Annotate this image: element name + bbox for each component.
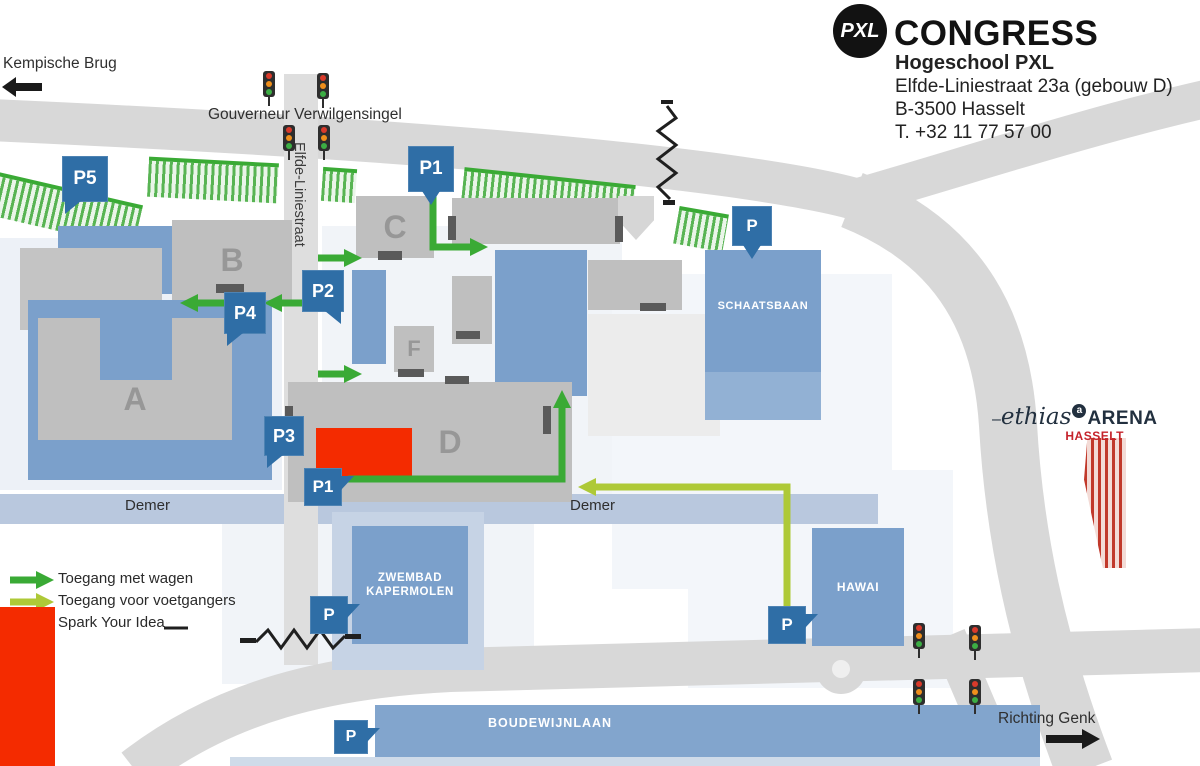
ethias-wordmark: ethias <box>1000 404 1072 430</box>
parking-marker-label: P1 <box>419 158 443 179</box>
parking-marker-label: P <box>746 216 758 235</box>
road-boudewijnlaan-edge <box>230 757 1040 766</box>
pxl-logo: PXL <box>833 4 887 58</box>
building-f-label: F <box>407 336 421 361</box>
building-hawai-label: HAWAI <box>836 579 880 594</box>
parking-marker-p1-south: P1 <box>304 468 354 506</box>
parking-marker-zwembad: P <box>310 596 360 634</box>
building-f: F <box>394 326 434 372</box>
entrance-mark <box>615 216 623 242</box>
building-schaatsbaan <box>705 250 821 420</box>
ethias-a-badge: a <box>1072 404 1087 418</box>
direction-arrow-kempische <box>2 77 42 97</box>
street-label-elfde-liniestraat: Elfde-Liniestraat <box>291 142 307 247</box>
building-block-gray <box>452 198 620 244</box>
entrance-mark <box>456 331 480 339</box>
direction-arrow-genk <box>1046 729 1100 749</box>
building-zwembad-label-line1: ZWEMBAD <box>377 571 443 584</box>
traffic-light-icon <box>969 625 981 660</box>
car-access-arrows <box>180 196 571 483</box>
traffic-light-icon <box>913 623 925 658</box>
entrance-mark <box>398 369 424 377</box>
pxl-logo-text: PXL <box>840 19 880 42</box>
direction-label-richting-genk: Richting Genk <box>998 710 1096 727</box>
parking-marker-schaatsbaan: P <box>732 206 772 259</box>
building-hawai: HAWAI <box>812 528 904 646</box>
legend-item-car-access: Toegang met wagen <box>58 570 194 587</box>
railway-crossing-icon <box>240 627 361 651</box>
building-zwembad: ZWEMBAD KAPERMOLEN <box>352 526 468 644</box>
building-c-label: C <box>383 208 407 245</box>
entrance-mark <box>378 251 402 260</box>
address-phone: T. +32 11 77 57 00 <box>895 122 1052 143</box>
river-label-demer-right: Demer <box>570 497 616 514</box>
traffic-light-icon <box>913 679 925 714</box>
parking-marker-label: P3 <box>272 425 296 446</box>
road-gouverneur-verwilgensingel <box>0 99 868 222</box>
parking-marker-label: P1 <box>312 477 334 496</box>
parking-marker-label: P4 <box>233 302 257 323</box>
entrance-mark <box>216 284 244 293</box>
road-bottom <box>121 628 1200 766</box>
parking-marker-p5: P5 <box>62 156 108 214</box>
parking-marker-label: P2 <box>311 280 335 301</box>
traffic-light-icon <box>263 71 275 106</box>
building-schaatsbaan-label: SCHAATSBAAN <box>717 300 809 312</box>
parking-marker-p2: P2 <box>302 270 344 324</box>
parking-marker-p3: P3 <box>264 416 304 468</box>
building-block-blue <box>352 270 386 364</box>
road-ring-north <box>849 80 1200 217</box>
building-d-label: D <box>438 423 462 460</box>
building-block-gray <box>588 260 682 310</box>
address-block: Hogeschool PXL Elfde-Liniestraat 23a (ge… <box>895 52 1173 144</box>
traffic-light-icon <box>318 125 330 160</box>
address-line: Elfde-Liniestraat 23a (gebouw D) <box>895 76 1173 97</box>
legend-red-block <box>0 607 55 766</box>
direction-label-kempische-brug: Kempische Brug <box>3 55 117 72</box>
parking-marker-boudewijnlaan: P <box>334 720 380 754</box>
arena-wordmark: ARENA <box>1087 408 1158 429</box>
traffic-light-icon <box>317 73 329 108</box>
legend-car-arrow-icon <box>10 571 54 589</box>
entrance-mark <box>448 216 456 240</box>
building-a-label: A <box>123 380 147 417</box>
river-label-demer-left: Demer <box>125 497 171 514</box>
parking-marker-label: P <box>345 728 357 745</box>
legend-pedestrian-arrow-icon <box>10 593 54 611</box>
building-b: B <box>172 220 292 300</box>
street-label-gouverneur-verwilgensingel: Gouverneur Verwilgensingel <box>208 106 402 123</box>
building-block-lightgray <box>588 314 720 436</box>
building-block-blue <box>495 250 587 396</box>
legend-item-pedestrian-access: Toegang voor voetgangers <box>58 592 236 609</box>
parking-marker-p4: P4 <box>224 292 266 346</box>
congress-wordmark: CONGRESS <box>894 14 1099 53</box>
address-city: B-3500 Hasselt <box>895 99 1025 120</box>
parking-marker-hawai: P <box>768 606 818 644</box>
legend-item-spark-your-idea: Spark Your Idea <box>58 614 165 631</box>
parking-marker-label: P5 <box>73 168 97 189</box>
building-schaatsbaan-light <box>705 372 821 420</box>
entrance-mark <box>445 376 469 384</box>
arena-city-label: HASSELT <box>1065 429 1124 443</box>
entrance-mark <box>640 303 666 311</box>
org-name: Hogeschool PXL <box>895 52 1054 74</box>
parking-marker-label: P <box>323 605 335 624</box>
traffic-light-icon <box>969 679 981 714</box>
traffic-light-icon <box>283 125 295 160</box>
building-zwembad-label-line2: KAPERMOLEN <box>366 586 454 598</box>
road-boudewijnlaan <box>375 705 1040 757</box>
building-a-courtyard <box>100 318 172 380</box>
road-boudewijnlaan-label: BOUDEWIJNLAAN <box>487 716 613 730</box>
pedestrian-route-arrow <box>578 478 791 612</box>
parking-marker-label: P <box>781 615 793 634</box>
building-b-label: B <box>220 241 244 278</box>
entrance-mark <box>543 406 551 434</box>
parking-marker-p1-north: P1 <box>408 146 454 205</box>
railway-crossing-icon <box>655 100 679 205</box>
roundabout-center <box>832 660 850 678</box>
building-c: C <box>356 196 434 258</box>
